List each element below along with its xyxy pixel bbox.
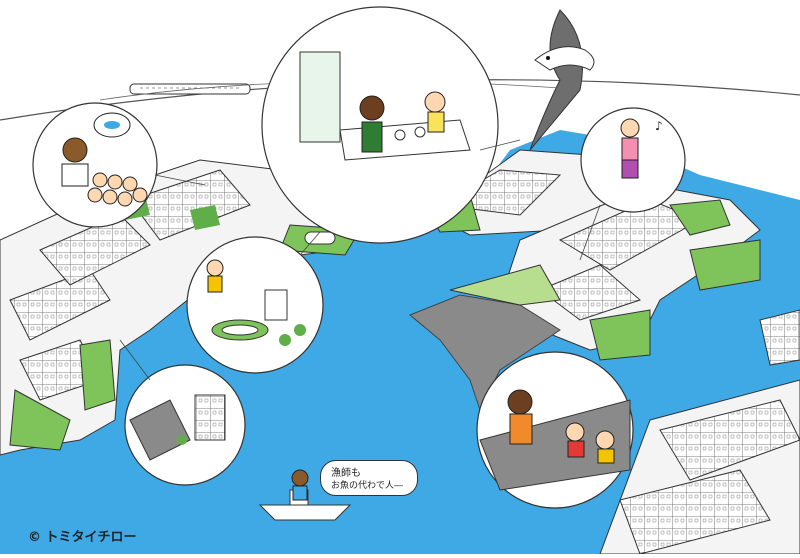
vignette-family <box>476 351 634 509</box>
fishing-boat <box>258 469 352 521</box>
vignette-runner <box>186 236 324 374</box>
green-field <box>449 264 561 306</box>
speech-line-1: 漁師も <box>331 468 361 479</box>
callout-lines <box>119 139 601 381</box>
vignette-dining <box>261 6 499 244</box>
seagull <box>529 9 595 151</box>
vignette-teacher <box>32 102 158 228</box>
vignette-jogger: ♪ <box>580 107 686 213</box>
svg-text:♪: ♪ <box>655 119 663 133</box>
right-islands <box>429 149 761 361</box>
copyright-notice: © トミタイチロー <box>28 530 137 545</box>
vignette-stairs <box>124 364 246 486</box>
speech-bubble: 漁師も お魚の代わで人― <box>320 460 418 496</box>
bottom-right-city <box>599 309 800 555</box>
rock-peninsula <box>409 294 561 412</box>
left-city-district <box>0 159 361 456</box>
speech-line-2: お魚の代わで人― <box>331 481 404 491</box>
